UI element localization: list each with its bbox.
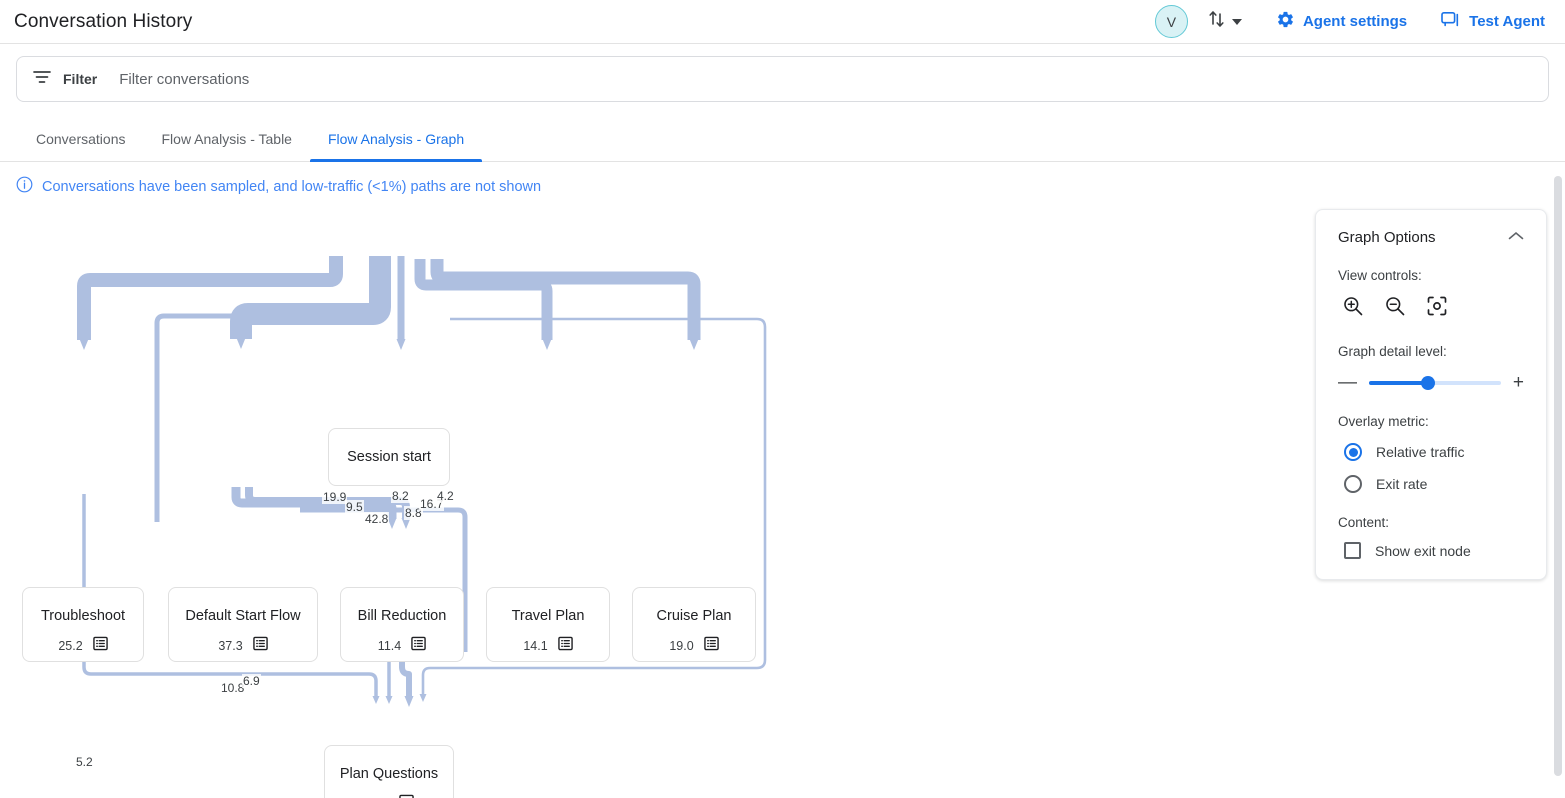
- chevron-up-icon[interactable]: [1508, 228, 1524, 246]
- node-value: 19.0: [669, 639, 694, 653]
- filter-label: Filter: [63, 71, 98, 87]
- checkbox[interactable]: [1344, 542, 1361, 559]
- flow-graph-canvas[interactable]: Session start Troubleshoot 25.2 Default …: [0, 197, 1565, 798]
- edge-label: 8.2: [391, 489, 410, 503]
- minus-icon[interactable]: —: [1338, 372, 1357, 393]
- checkbox-show-exit-node[interactable]: Show exit node: [1338, 542, 1524, 559]
- node-value: 25.2: [58, 639, 83, 653]
- list-icon[interactable]: [703, 636, 719, 656]
- edge-label: 5.2: [75, 755, 94, 769]
- node-metric: 37.3: [218, 636, 268, 656]
- node-label: Bill Reduction: [357, 608, 447, 624]
- radio-button[interactable]: [1344, 443, 1362, 461]
- page-title: Conversation History: [14, 10, 193, 32]
- gear-icon: [1276, 10, 1295, 33]
- list-icon[interactable]: [557, 636, 573, 656]
- edge-label: 6.9: [242, 674, 261, 688]
- node-metric: 22.9: [364, 794, 414, 798]
- node-label: Troubleshoot: [40, 608, 126, 624]
- node-troubleshoot[interactable]: Troubleshoot 25.2: [22, 587, 144, 662]
- node-cruise-plan[interactable]: Cruise Plan 19.0: [632, 587, 756, 662]
- edge-label: 8.8: [404, 506, 423, 520]
- node-label: Default Start Flow: [185, 608, 301, 624]
- tab-conversations[interactable]: Conversations: [36, 131, 126, 147]
- radio-exit-rate[interactable]: Exit rate: [1338, 475, 1524, 493]
- node-value: 11.4: [377, 639, 402, 653]
- node-plan-questions[interactable]: Plan Questions 22.9: [324, 745, 454, 798]
- node-metric: 14.1: [523, 636, 573, 656]
- app-header: Conversation History V Agent settings: [0, 0, 1565, 44]
- edge-label: 42.8: [364, 512, 390, 526]
- swap-vert-icon: [1208, 9, 1226, 34]
- sampling-notice: Conversations have been sampled, and low…: [0, 162, 1565, 197]
- avatar[interactable]: V: [1154, 5, 1188, 38]
- center-focus-icon[interactable]: [1426, 295, 1448, 322]
- node-travel-plan[interactable]: Travel Plan 14.1: [486, 587, 610, 662]
- node-bill-reduction[interactable]: Bill Reduction 11.4: [340, 587, 464, 662]
- checkbox-label: Show exit node: [1375, 542, 1471, 559]
- node-default-start-flow[interactable]: Default Start Flow 37.3: [168, 587, 318, 662]
- info-icon: [16, 176, 33, 197]
- node-metric: 19.0: [669, 636, 719, 656]
- tab-flow-analysis-table[interactable]: Flow Analysis - Table: [161, 131, 292, 147]
- node-value: 37.3: [218, 639, 243, 653]
- view-controls-label: View controls:: [1338, 268, 1422, 283]
- node-value: 14.1: [523, 639, 548, 653]
- zoom-in-icon[interactable]: [1342, 295, 1364, 322]
- flow-edges: [77, 256, 767, 707]
- edge-label: 4.2: [436, 489, 455, 503]
- node-label: Session start: [347, 449, 431, 465]
- overlay-metric-label: Overlay metric:: [1338, 414, 1429, 429]
- radio-button[interactable]: [1344, 475, 1362, 493]
- graph-options-panel: Graph Options View controls:: [1315, 209, 1547, 580]
- node-metric: 11.4: [378, 636, 426, 656]
- header-actions: V Agent settings: [1154, 5, 1565, 38]
- view-controls-row: [1338, 295, 1524, 322]
- detail-level-label: Graph detail level:: [1338, 344, 1447, 359]
- sampling-notice-text: Conversations have been sampled, and low…: [42, 178, 542, 195]
- radio-label: Relative traffic: [1376, 444, 1465, 460]
- edge-label: 19.9: [322, 490, 348, 504]
- node-label: Cruise Plan: [656, 608, 732, 624]
- slider-thumb[interactable]: [1421, 375, 1436, 390]
- graph-options-title: Graph Options: [1338, 228, 1436, 246]
- radio-label: Exit rate: [1376, 476, 1428, 492]
- swap-agent-control[interactable]: [1208, 9, 1242, 34]
- search-input[interactable]: [117, 69, 1532, 89]
- test-agent-label: Test Agent: [1469, 13, 1545, 30]
- vertical-scrollbar[interactable]: [1551, 172, 1565, 798]
- filter-icon: [33, 70, 51, 89]
- chat-bubble-icon: [1441, 11, 1461, 33]
- zoom-out-icon[interactable]: [1384, 295, 1406, 322]
- filter-section: Filter: [0, 44, 1565, 102]
- detail-level-slider-row: — +: [1338, 373, 1524, 392]
- node-label: Travel Plan: [511, 608, 585, 624]
- test-agent-button[interactable]: Test Agent: [1441, 11, 1545, 33]
- graph-options-header[interactable]: Graph Options: [1338, 228, 1524, 246]
- list-icon[interactable]: [411, 636, 426, 656]
- radio-relative-traffic[interactable]: Relative traffic: [1338, 443, 1524, 461]
- chevron-down-icon: [1231, 18, 1242, 25]
- filter-bar[interactable]: Filter: [16, 56, 1549, 102]
- list-icon[interactable]: [92, 636, 108, 656]
- node-label: Plan Questions: [339, 766, 439, 782]
- slider-fill: [1369, 380, 1429, 385]
- avatar-initial: V: [1166, 13, 1177, 30]
- plus-icon[interactable]: +: [1512, 372, 1524, 393]
- node-metric: 25.2: [58, 636, 108, 656]
- content-label: Content:: [1338, 515, 1390, 530]
- tab-bar: Conversations Flow Analysis - Table Flow…: [0, 114, 1565, 162]
- list-icon[interactable]: [252, 636, 268, 656]
- detail-level-slider[interactable]: [1369, 375, 1501, 390]
- edge-label: 9.5: [345, 500, 364, 514]
- node-session-start[interactable]: Session start: [328, 428, 450, 486]
- list-icon[interactable]: [398, 794, 414, 798]
- edge-label: 10.8: [220, 681, 246, 695]
- agent-settings-button[interactable]: Agent settings: [1276, 10, 1407, 33]
- scrollbar-thumb[interactable]: [1554, 176, 1562, 776]
- agent-settings-label: Agent settings: [1302, 13, 1408, 30]
- tab-flow-analysis-graph[interactable]: Flow Analysis - Graph: [309, 131, 483, 162]
